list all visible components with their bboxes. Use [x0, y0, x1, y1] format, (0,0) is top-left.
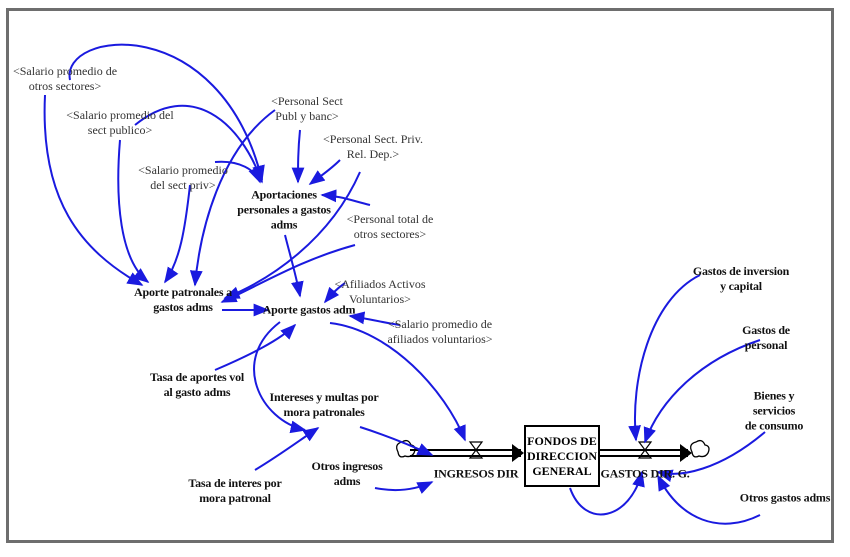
- link-salario-otros-aportaciones: [68, 43, 265, 182]
- link-personal-otros-patronales: [220, 244, 356, 303]
- link-tasa-interes-intereses: [254, 427, 320, 471]
- link-salario-publico-patronales: [117, 139, 150, 283]
- node-aportaciones-personales[interactable]: Aportaciones personales a gastos adms: [237, 187, 331, 232]
- stock-fondos-direccion[interactable]: FONDOS DE DIRECCION GENERAL: [524, 425, 600, 487]
- ingresos-valve-icon: [468, 441, 484, 459]
- node-tasa-aportes[interactable]: Tasa de aportes vol al gasto adms: [149, 370, 245, 399]
- node-personal-priv[interactable]: <Personal Sect. Priv. Rel. Dep.>: [323, 132, 423, 161]
- link-tasa-aportes-aporte: [214, 323, 297, 371]
- link-inversion-gastos: [628, 274, 701, 442]
- flow-gastos-dir[interactable]: GASTOS DIR. G.: [600, 466, 690, 481]
- link-bienes-gastos: [656, 431, 766, 482]
- link-afiliados-aporte: [323, 282, 346, 304]
- link-personal-publ-aportaciones: [291, 129, 305, 184]
- node-salario-publico[interactable]: <Salario promedio del sect publico>: [66, 108, 174, 137]
- link-salario-priv-patronales: [164, 184, 191, 284]
- link-personal-priv-aportaciones: [308, 159, 341, 185]
- link-personal-publ-patronales: [189, 109, 276, 287]
- link-otros-ingresos-ingresos: [374, 481, 434, 494]
- node-otros-gastos[interactable]: Otros gastos adms: [739, 490, 831, 505]
- node-salario-priv[interactable]: <Salario promedio del sect priv>: [138, 163, 228, 192]
- node-otros-ingresos[interactable]: Otros ingresos adms: [311, 459, 383, 488]
- node-gastos-inversion[interactable]: Gastos de inversion y capital: [692, 264, 790, 293]
- link-aporte-ingresos: [329, 322, 466, 442]
- link-salario-publico-aportaciones: [134, 104, 264, 184]
- node-intereses-multas[interactable]: Intereses y multas por mora patronales: [269, 390, 379, 419]
- link-otros-gastos-gastos: [657, 474, 761, 525]
- node-afiliados-activos[interactable]: <Afiliados Activos Voluntarios>: [334, 277, 426, 306]
- node-personal-otros[interactable]: <Personal total de otros sectores>: [346, 212, 434, 241]
- link-salario-afiliados-aporte: [348, 311, 401, 326]
- node-salario-afiliados[interactable]: <Salario promedio de afiliados voluntari…: [387, 317, 493, 346]
- link-aportaciones-aporte: [284, 234, 304, 298]
- outflow-pipe: [600, 444, 692, 462]
- causal-links: [43, 43, 766, 525]
- link-intereses-ingresos: [359, 426, 434, 456]
- flow-ingresos-dir[interactable]: INGRESOS DIR: [433, 466, 519, 481]
- link-personal-priv-patronales: [223, 171, 361, 299]
- link-personal-otros-aportaciones: [320, 189, 371, 206]
- link-salario-otros-patronales: [43, 94, 144, 286]
- node-bienes-servicios[interactable]: Bienes y servicios de consumo: [744, 388, 804, 433]
- sink-cloud-icon: [690, 439, 710, 458]
- stock-fondos-label: FONDOS DE DIRECCION GENERAL: [526, 433, 597, 478]
- link-personal-gastos: [643, 339, 761, 444]
- link-fondos-gastos: [569, 470, 645, 516]
- link-aporte-intereses: [253, 321, 307, 434]
- node-gastos-personal[interactable]: Gastos de personal: [742, 323, 790, 352]
- node-aporte-patronales[interactable]: Aporte patronales a gastos adms: [134, 285, 232, 314]
- node-salario-otros[interactable]: <Salario promedio de otros sectores>: [12, 64, 118, 93]
- node-tasa-interes[interactable]: Tasa de interes por mora patronal: [188, 476, 282, 505]
- node-personal-publ[interactable]: <Personal Sect Publ y banc>: [271, 94, 343, 123]
- node-aporte-gastos[interactable]: Aporte gastos adm: [262, 302, 356, 317]
- link-salario-priv-aportaciones: [214, 160, 261, 184]
